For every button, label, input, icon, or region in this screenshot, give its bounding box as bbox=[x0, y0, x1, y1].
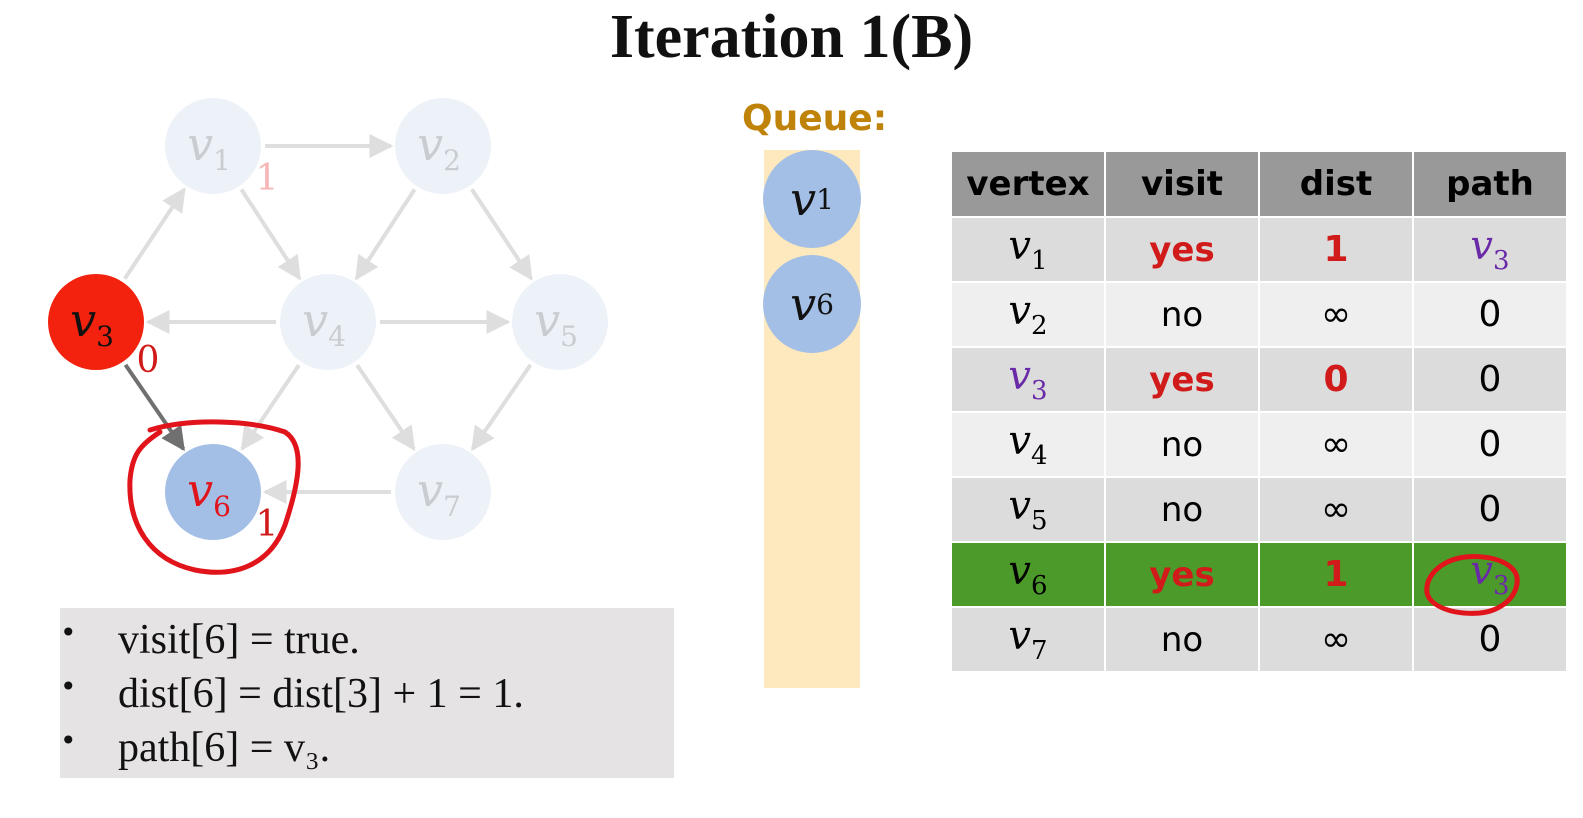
edge-v3-v1 bbox=[123, 187, 186, 280]
edge-v4-v6 bbox=[240, 363, 301, 451]
cell-path: v3 bbox=[1412, 541, 1568, 608]
cell-visit: no bbox=[1104, 606, 1260, 673]
slide-title: Iteration 1(B) bbox=[609, 3, 974, 71]
cell-path: 0 bbox=[1412, 476, 1568, 543]
cell-dist: 0 bbox=[1258, 346, 1414, 413]
node-v4: v4 bbox=[280, 274, 376, 370]
note-visit: visit[6] = true. bbox=[118, 617, 360, 663]
header-visit: visit bbox=[1104, 150, 1260, 218]
edge-v5-v7 bbox=[470, 363, 533, 452]
node-name-v6: v6 bbox=[187, 463, 231, 523]
node-circle-v6 bbox=[165, 444, 261, 540]
cell-vertex: v7 bbox=[950, 606, 1106, 673]
node-name-v5: v5 bbox=[534, 293, 578, 353]
v6-annotation-circle bbox=[127, 419, 301, 575]
cell-vertex: v2 bbox=[950, 281, 1106, 348]
note-dist: dist[6] = dist[3] + 1 = 1. bbox=[118, 671, 524, 717]
cell-path: v3 bbox=[1412, 216, 1568, 283]
node-name-v4: v4 bbox=[302, 293, 346, 353]
cell-visit: yes bbox=[1104, 541, 1260, 608]
cell-vertex: v5 bbox=[950, 476, 1106, 543]
node-name-v7: v7 bbox=[417, 463, 461, 523]
node-circle-v7 bbox=[395, 444, 491, 540]
bullet-mark: • bbox=[60, 670, 77, 703]
header-vertex: vertex bbox=[950, 150, 1106, 218]
node-name-v1: v1 bbox=[187, 117, 231, 177]
edges-layer bbox=[123, 134, 533, 504]
queue-title: Queue: bbox=[742, 98, 888, 139]
header-path: path bbox=[1412, 150, 1568, 218]
bullet-mark: • bbox=[60, 616, 77, 649]
node-v5: v5 bbox=[512, 274, 608, 370]
node-circle-v4 bbox=[280, 274, 376, 370]
edge-v2-v5 bbox=[470, 188, 533, 281]
graph-diagram: v1 1 v2 v3 0 v4 v5 v6 1 v7 bbox=[48, 98, 608, 575]
cell-visit: yes bbox=[1104, 216, 1260, 283]
cell-visit: no bbox=[1104, 411, 1260, 478]
node-circle-v1 bbox=[165, 98, 261, 194]
node-v6: v6 1 bbox=[165, 444, 278, 545]
cell-dist: 1 bbox=[1258, 541, 1414, 608]
nodes-layer: v1 1 v2 v3 0 v4 v5 v6 1 v7 bbox=[48, 98, 608, 545]
note-path: path[6] = v₃. bbox=[118, 725, 331, 771]
node-circle-v5 bbox=[512, 274, 608, 370]
bullet-mark: • bbox=[60, 724, 77, 757]
node-dist-label-v1: 1 bbox=[256, 158, 279, 199]
cell-path: 0 bbox=[1412, 346, 1568, 413]
node-v2: v2 bbox=[395, 98, 491, 194]
cell-dist: ∞ bbox=[1258, 411, 1414, 478]
cell-vertex: v4 bbox=[950, 411, 1106, 478]
node-v3: v3 0 bbox=[48, 274, 159, 381]
notes-box: • visit[6] = true. • dist[6] = dist[3] +… bbox=[60, 608, 674, 778]
cell-dist: ∞ bbox=[1258, 281, 1414, 348]
cell-path: 0 bbox=[1412, 411, 1568, 478]
header-dist: dist bbox=[1258, 150, 1414, 218]
node-v1: v1 1 bbox=[165, 98, 278, 199]
node-v7: v7 bbox=[395, 444, 491, 540]
node-dist-label-v3: 0 bbox=[137, 340, 160, 381]
cell-path: 0 bbox=[1412, 606, 1568, 673]
cell-visit: no bbox=[1104, 476, 1260, 543]
cell-vertex: v3 bbox=[950, 346, 1106, 413]
cell-vertex: v6 bbox=[950, 541, 1106, 608]
cell-dist: ∞ bbox=[1258, 476, 1414, 543]
node-circle-v2 bbox=[395, 98, 491, 194]
cell-dist: ∞ bbox=[1258, 606, 1414, 673]
edge-v2-v4 bbox=[354, 188, 417, 281]
node-name-v2: v2 bbox=[417, 117, 461, 177]
edge-v4-v7 bbox=[355, 363, 416, 451]
node-circle-v3 bbox=[48, 274, 144, 370]
cell-vertex: v1 bbox=[950, 216, 1106, 283]
node-dist-label-v6: 1 bbox=[256, 504, 279, 545]
cell-visit: yes bbox=[1104, 346, 1260, 413]
edge-v1-v4 bbox=[239, 188, 302, 281]
cell-dist: 1 bbox=[1258, 216, 1414, 283]
cell-path: 0 bbox=[1412, 281, 1568, 348]
edge-v3-v6 bbox=[123, 363, 186, 452]
node-name-v3: v3 bbox=[70, 293, 114, 353]
table-header-row: vertex visit dist path bbox=[950, 150, 1568, 218]
cell-visit: no bbox=[1104, 281, 1260, 348]
